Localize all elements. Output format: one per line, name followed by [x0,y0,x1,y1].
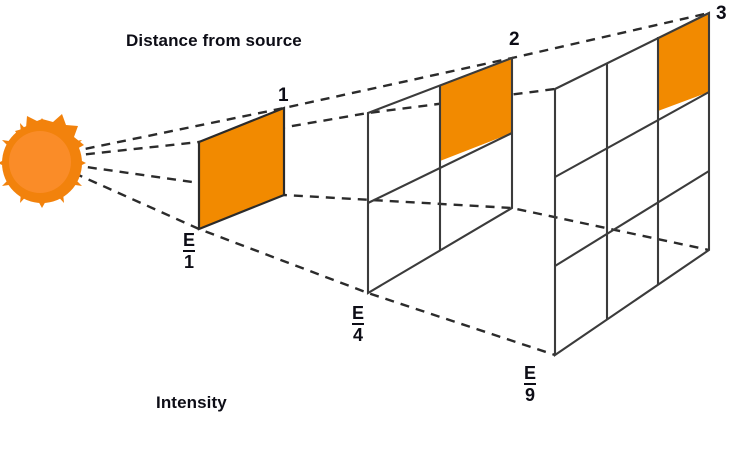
intensity-fraction-3-denominator: 9 [525,384,536,405]
intensity-axis-title: Intensity [156,393,227,412]
intensity-fraction-3: E 9 [524,363,537,405]
intensity-fraction-1-denominator: 1 [184,251,195,272]
ray-bottom [73,171,556,357]
ray-top [69,11,710,154]
panel-distance-1 [197,106,286,231]
distance-label-3: 3 [716,3,727,24]
distance-axis-title: Distance from source [126,31,302,50]
panel-3-divider-horizontal-2 [554,170,710,267]
distance-label-2: 2 [509,29,520,50]
intensity-fraction-2-denominator: 4 [353,324,364,345]
distance-label-1: 1 [278,85,289,106]
sun-inner-disc [9,131,71,193]
panel-distance-3 [553,11,711,357]
light-ray-group [69,11,710,357]
panel-2-highlight-cell [440,58,512,161]
intensity-fraction-1-numerator: E [183,230,196,252]
light-source-sun [0,114,86,208]
panel-3-highlight-cell [658,13,709,111]
panel-1-face [197,106,286,231]
intensity-fraction-1: E 1 [183,230,196,272]
panel-3-divider-horizontal-1 [554,91,710,178]
panel-2-frame [366,56,514,295]
ray-lower-mid [71,163,710,252]
intensity-fraction-2: E 4 [352,303,365,345]
panel-2-divider-horizontal [367,132,513,204]
panel-distance-2 [366,56,514,295]
intensity-fraction-2-numerator: E [352,303,365,325]
intensity-fraction-3-numerator: E [524,363,537,385]
